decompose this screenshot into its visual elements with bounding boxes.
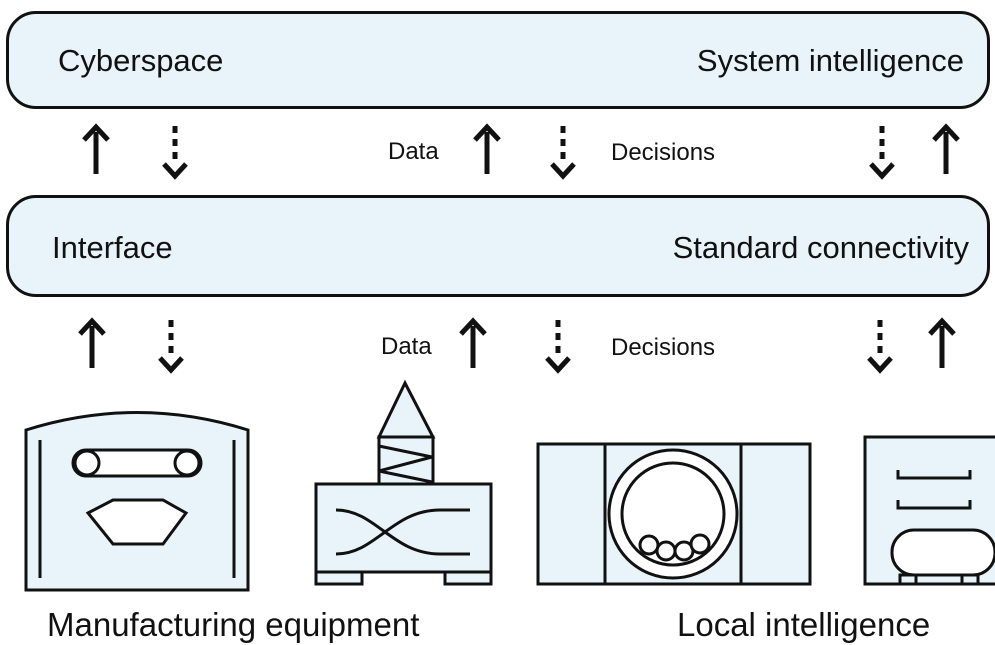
conveyor-machine-icon [24, 411, 250, 592]
dashed-down-arrow-icon [871, 126, 893, 176]
interface-label: Interface [52, 230, 173, 265]
local-intelligence-caption: Local intelligence [677, 606, 931, 643]
oven-machine-icon [863, 435, 995, 586]
dashed-down-arrow-icon [547, 320, 569, 370]
lower-arrows [80, 320, 954, 370]
interface-layer [6, 195, 990, 297]
up-arrow-icon [80, 321, 104, 368]
system-intelligence-label: System intelligence [696, 43, 964, 78]
manufacturing-equipment-caption: Manufacturing equipment [47, 606, 420, 643]
up-arrow-icon [475, 127, 499, 174]
up-arrow-icon [461, 321, 485, 368]
standard-connectivity-label: Standard connectivity [672, 230, 969, 265]
cyberspace-layer [6, 11, 990, 109]
dashed-down-arrow-icon [869, 320, 891, 370]
drum-machine-icon [536, 442, 812, 586]
up-arrow-icon [934, 127, 958, 174]
dashed-down-arrow-icon [160, 320, 182, 370]
mixer-machine-icon [314, 379, 493, 586]
up-arrow-icon [930, 321, 954, 368]
dashed-down-arrow-icon [164, 126, 186, 176]
lower-decisions-label: Decisions [611, 334, 716, 361]
cyberspace-label: Cyberspace [58, 43, 224, 78]
lower-data-label: Data [381, 333, 432, 360]
upper-arrows [84, 126, 958, 176]
upper-decisions-label: Decisions [611, 139, 716, 166]
dashed-down-arrow-icon [552, 126, 574, 176]
up-arrow-icon [84, 127, 108, 174]
upper-data-label: Data [388, 138, 439, 165]
